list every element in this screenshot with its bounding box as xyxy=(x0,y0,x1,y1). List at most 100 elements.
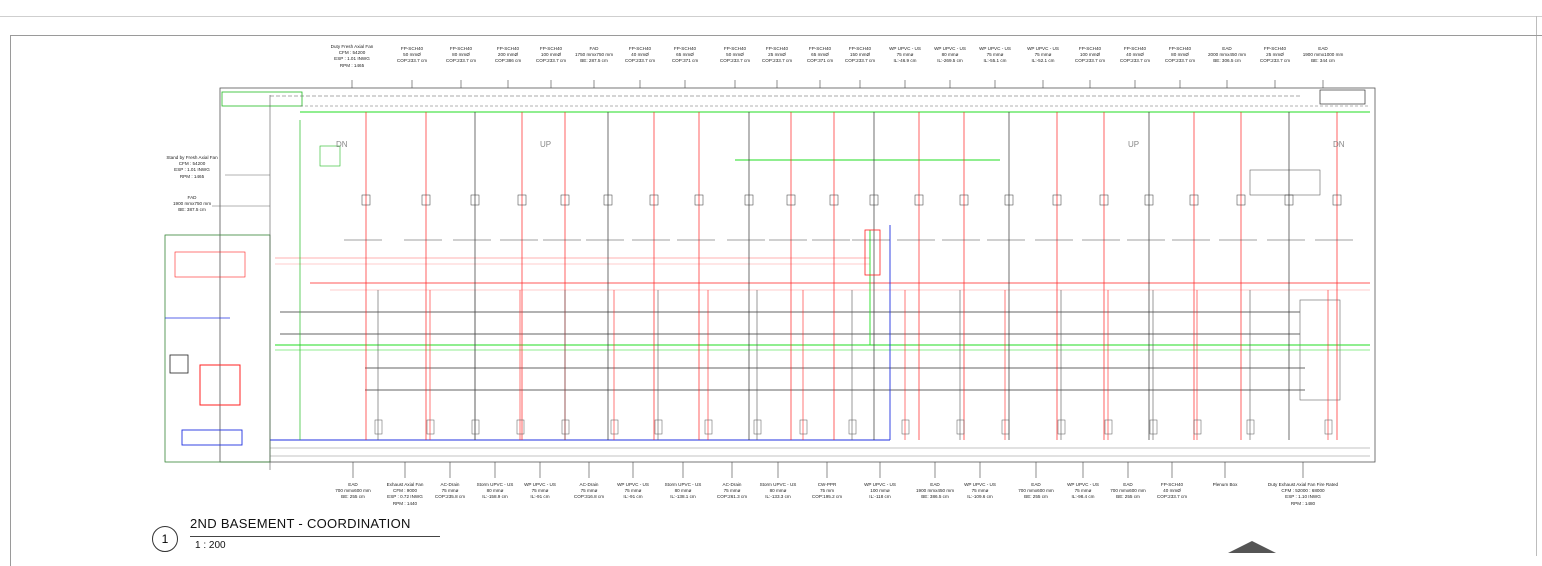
label-line: COP:316.8 cm xyxy=(573,494,605,500)
label-line: EAD xyxy=(930,482,940,487)
label-line: FP-SCH40 xyxy=(848,46,872,51)
label-line: 1900 mmx450 mm xyxy=(915,488,955,494)
label-line: FP-SCH40 xyxy=(628,46,652,51)
column xyxy=(471,419,480,435)
label-line: COP:233.7 cm xyxy=(396,58,428,64)
building-outline xyxy=(219,87,1376,463)
column-fitting xyxy=(744,194,754,206)
label-line: IL:-52.1 cm xyxy=(1031,58,1055,64)
fire-valve-assembly xyxy=(864,229,881,276)
label-line: RPM : 1440 xyxy=(392,500,418,506)
ead-grille xyxy=(1319,89,1366,105)
label-line: RPM : 1480 xyxy=(1290,500,1316,506)
column xyxy=(654,419,663,435)
label-line: Plenum Box xyxy=(1212,482,1238,487)
label-line: IL:-133.3 cm xyxy=(765,494,791,500)
column-fitting xyxy=(1284,194,1294,206)
column-fitting xyxy=(786,194,796,206)
label-line: BE: 386.5 cm xyxy=(921,494,949,500)
label-line: IL:-55.1 cm xyxy=(983,58,1007,64)
column-fitting xyxy=(914,194,924,206)
viewer-right-border xyxy=(1536,16,1537,556)
label-line: FP-SCH40 xyxy=(1263,46,1287,51)
label-line: COP:233.7 cm xyxy=(445,58,477,64)
label-line: COP:233.7 cm xyxy=(535,58,567,64)
label-line: 75 mmø xyxy=(580,488,598,494)
label-line: 80 mmØ xyxy=(452,52,470,58)
label-line: WP UPVC - US xyxy=(524,482,556,487)
label-line: WP UPVC - US xyxy=(617,482,649,487)
tank-room xyxy=(174,251,246,278)
label-line: 75 mmø xyxy=(624,488,642,494)
column xyxy=(901,419,910,435)
label-line: WP UPVC - US xyxy=(1067,482,1099,487)
label-line: 25 mmØ xyxy=(1266,52,1284,58)
column xyxy=(610,419,619,435)
label-line: 75 mmø xyxy=(1034,52,1052,58)
column xyxy=(374,419,383,435)
label-line: EAD xyxy=(348,482,358,487)
label-line: 50 mmØ xyxy=(726,52,744,58)
column xyxy=(753,419,762,435)
label-line: 25 mmØ xyxy=(768,52,786,58)
label-line: BE: 255 cm xyxy=(341,494,365,500)
column-fitting xyxy=(421,194,431,206)
label-line: AC-Drain xyxy=(722,482,742,487)
label-line: EAD xyxy=(1031,482,1041,487)
floor-plan[interactable] xyxy=(0,0,1542,552)
label-line: WP UPVC - US xyxy=(864,482,896,487)
label-line: 100 mmø xyxy=(870,488,890,494)
label-line: Storm UPVC - US xyxy=(664,482,702,487)
label-line: FP-SCH40 xyxy=(1168,46,1192,51)
label-line: 50 mmØ xyxy=(403,52,421,58)
view-scale: 1 : 200 xyxy=(195,540,226,551)
column-fitting xyxy=(1004,194,1014,206)
column-fitting xyxy=(603,194,613,206)
label-line: FP-SCH40 xyxy=(1078,46,1102,51)
fresh-air-duct xyxy=(221,91,303,107)
label-line: CFM : 52000 : 68000 xyxy=(1281,488,1325,494)
label-line: AC-Drain xyxy=(579,482,599,487)
label-line: COP:233.7 cm xyxy=(1074,58,1106,64)
label-line: CFM : 9000 xyxy=(393,488,417,494)
label-line: COP:233.7 cm xyxy=(1259,58,1291,64)
label-line: Stand by Fresh Axial Fan xyxy=(166,155,218,160)
label-line: FP-SCH40 xyxy=(1160,482,1184,487)
label-line: 75 mmø xyxy=(986,52,1004,58)
column-fitting xyxy=(869,194,879,206)
label-line: 80 mmØ xyxy=(1171,52,1189,58)
label-line: ESP : 1.01 INWG xyxy=(334,56,370,62)
stair-label: UP xyxy=(1128,140,1140,149)
label-line: FP-SCH40 xyxy=(723,46,747,51)
label-line: 80 mmø xyxy=(941,52,959,58)
label-line: 75 mmø xyxy=(531,488,549,494)
column-fitting xyxy=(361,194,371,206)
label-line: 100 mmØ xyxy=(540,52,562,58)
label-line: AC-Drain xyxy=(440,482,460,487)
label-line: WP UPVC - US xyxy=(889,46,921,51)
label-line: IL:-158.9 cm xyxy=(482,494,508,500)
label-line: IL:-269.5 cm xyxy=(937,58,963,64)
label-line: 80 mmø xyxy=(486,488,504,494)
column-fitting xyxy=(1144,194,1154,206)
label-line: WP UPVC - US xyxy=(1027,46,1059,51)
column xyxy=(1324,419,1333,435)
label-line: WP UPVC - US xyxy=(979,46,1011,51)
column-fitting xyxy=(1099,194,1109,206)
label-line: COP:195.2 cm xyxy=(811,494,843,500)
column-fitting xyxy=(959,194,969,206)
label-line: CFM : 54200 xyxy=(338,50,366,56)
